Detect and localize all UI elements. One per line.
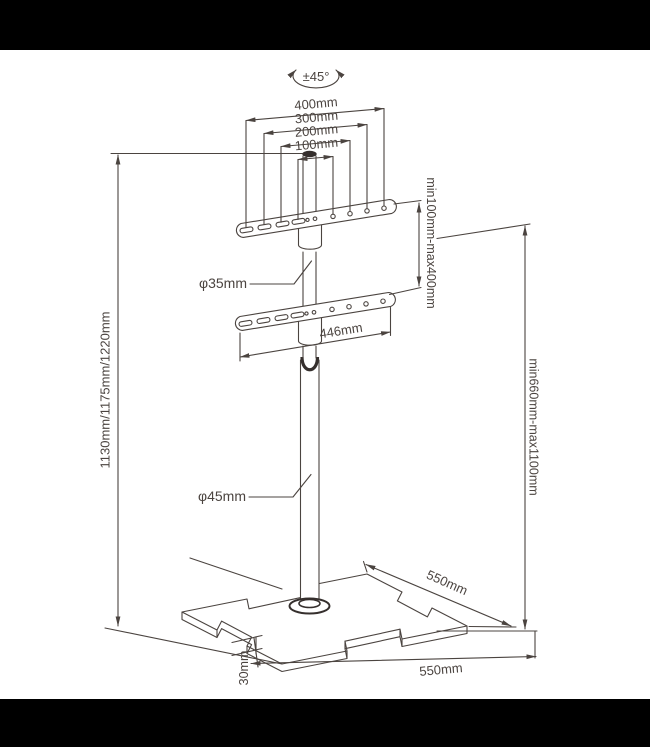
- bracket-length-label: 446mm: [318, 320, 363, 342]
- stand-pole: [288, 150, 331, 615]
- overall-height-label: 1130mm/1175mm/1220mm: [98, 311, 113, 468]
- vesa-400-label: 400mm: [294, 94, 339, 113]
- vesa-200-label: 200mm: [294, 121, 339, 140]
- upper-vesa-bracket: [235, 198, 397, 238]
- vesa-300-label: 300mm: [294, 108, 339, 127]
- screen-height-range-label: min660mm-max1100mm: [527, 358, 541, 495]
- vesa-100-label: 100mm: [294, 135, 339, 154]
- base-width-label: 550mm: [419, 660, 464, 679]
- bottom-letterbox-bar: [0, 699, 650, 747]
- base-thickness-label: 30mm: [237, 651, 251, 686]
- rotation-arc: [287, 69, 345, 89]
- upper-pole-diameter-label: φ35mm: [199, 275, 247, 291]
- dimension-annotations: ±45° 400mm 300mm 200mm 100mm min100mm-ma…: [98, 69, 541, 685]
- lower-pole-diameter-label: φ45mm: [198, 488, 246, 504]
- tilt-rotation-label: ±45°: [303, 69, 330, 84]
- telescopic-joint: [300, 356, 320, 372]
- bracket-range-label: min100mm-max400mm: [424, 177, 438, 308]
- top-letterbox-bar: [0, 0, 650, 50]
